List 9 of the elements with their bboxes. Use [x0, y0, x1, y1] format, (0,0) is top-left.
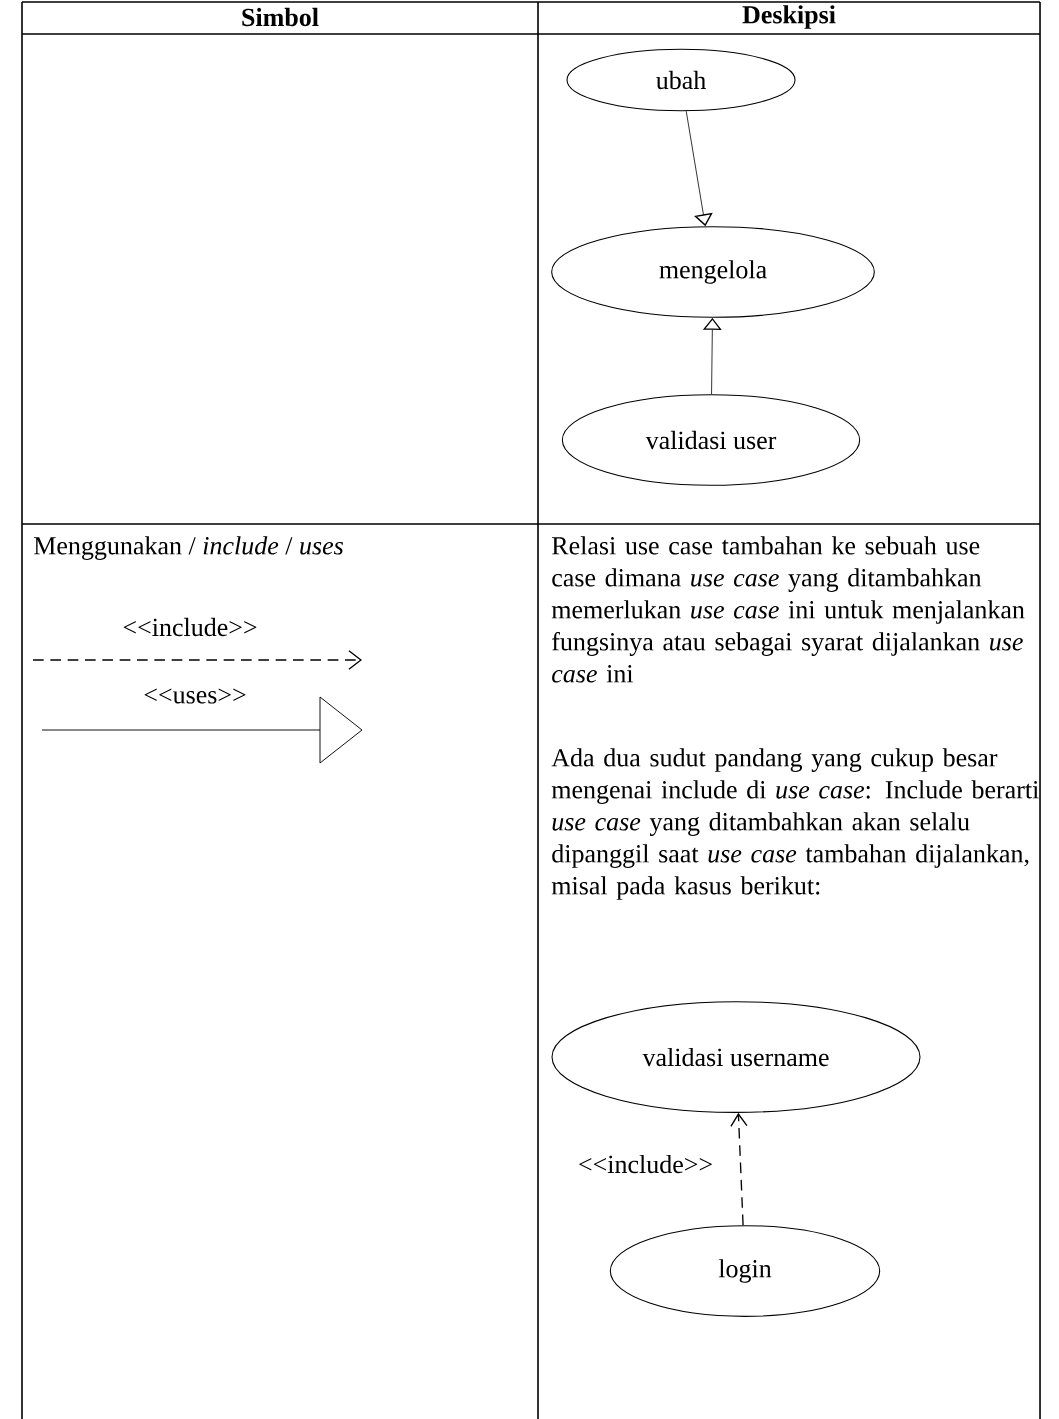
arrow: [730, 1112, 748, 1226]
stereotype-label: <<uses>>: [144, 688, 246, 704]
symbol-name: Menggunakan / include / uses: [34, 536, 343, 560]
description-text: Ada dua sudut pandang yang cukup besar mengenai include di use case: Include berarti use case yang ditambahkan akan selalu dipanggil saat use case tambahan dijalankan, misal pada kasus berikut:: [551, 748, 1039, 900]
column-header: Simbol: [242, 7, 319, 27]
column-header: Deskipsi: [742, 5, 836, 29]
stereotype-label: <<include>>: [123, 617, 257, 637]
description-text: Relasi use case tambahan ke sebuah use case dimana use case yang ditambahkan memerlukan use case ini untuk menjalankan fungsinya atau sebagai syarat dijalankan use case ini: [551, 536, 1025, 683]
edge-label: <<include>>: [576, 1153, 715, 1175]
